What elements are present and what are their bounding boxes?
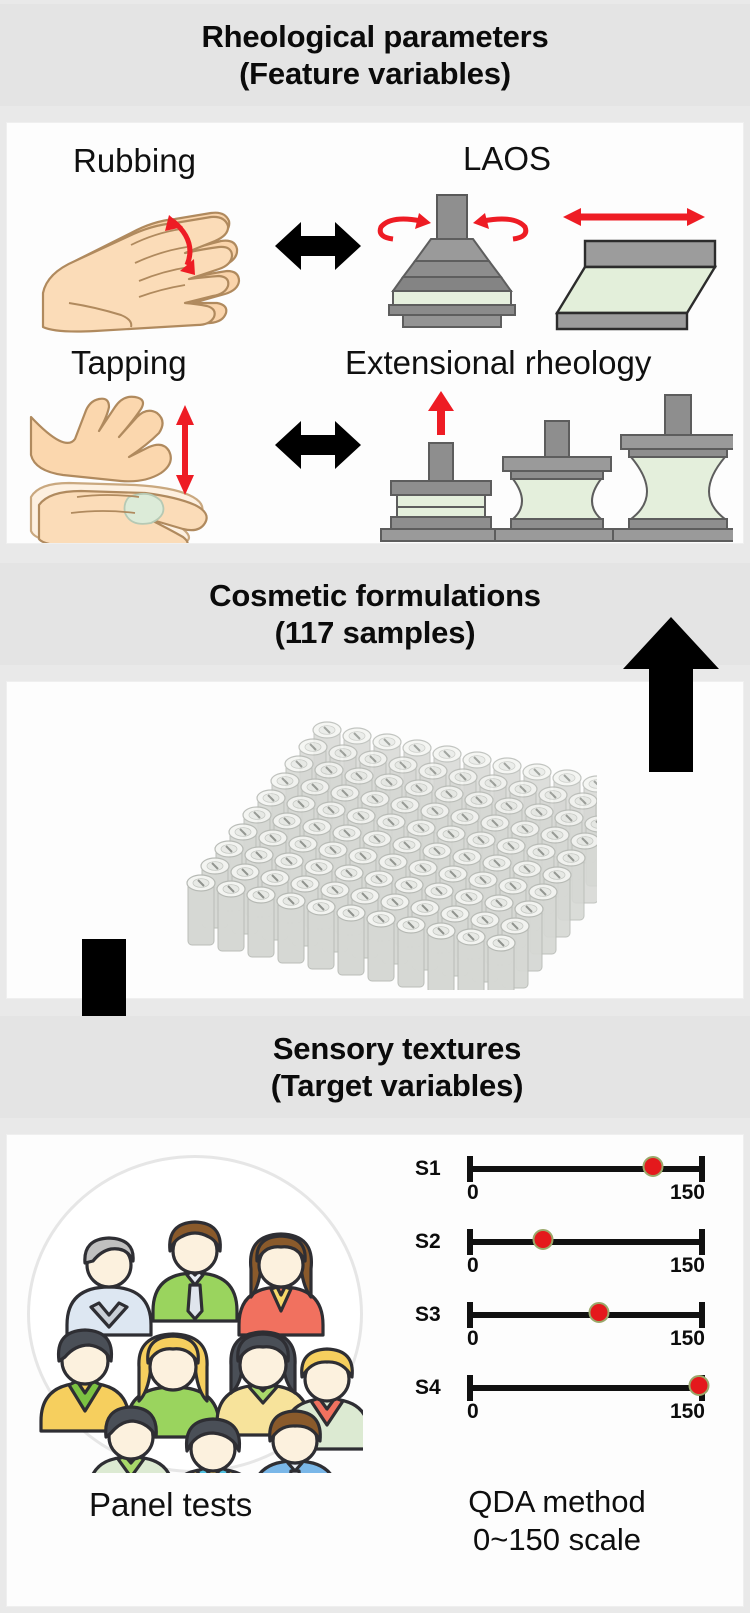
filament-stage-1 [380,391,502,542]
rheological-parameters-title-line1: Rheological parameters [201,19,549,54]
panel-tests-label: Panel tests [89,1486,253,1523]
qda-scale-chart: S1 0 150 S2 0 150 S3 [415,1156,710,1437]
section-header-sensory-textures: Sensory textures (Target variables) [0,1016,750,1118]
qda-cap-left-s4 [467,1375,473,1401]
filament-stage-2 [494,420,620,542]
qda-tick-high-s4: 150 [669,1400,705,1423]
section-header-cosmetic-formulations: Cosmetic formulations (117 samples) [0,563,750,665]
rotation-arrow-left-icon [377,213,431,242]
filament-stretching-icon [380,391,733,542]
rotation-arrow-right-icon [473,213,529,242]
qda-marker-s2 [532,1229,554,1250]
tapping-motion-arrow-icon [176,405,194,495]
qda-marker-s3 [588,1302,610,1323]
qda-axis-s3 [467,1302,705,1328]
double-headed-arrow-icon-2 [275,421,361,469]
qda-caption: QDA method 0~150 scale [407,1483,707,1559]
people-group-icon [39,1220,363,1473]
cosmetic-formulations-title-line1: Cosmetic formulations [209,578,541,613]
qda-label-s1: S1 [415,1157,441,1180]
sensory-textures-title-line1: Sensory textures [272,1031,522,1066]
parallel-plate-shear-icon [554,208,718,331]
qda-label-s2: S2 [415,1230,441,1253]
qda-cap-right-s3 [699,1302,705,1328]
qda-tick-low-s4: 0 [467,1400,479,1423]
stretch-direction-arrow-icon [428,391,454,435]
qda-label-s4: S4 [415,1376,441,1399]
tapping-label: Tapping [71,344,187,381]
qda-axis-s4 [467,1375,710,1401]
panel-tests-illustration [17,1149,377,1479]
sensory-textures-title-line2: (Target variables) [270,1068,524,1103]
filament-stage-3 [612,394,733,542]
qda-tick-low-s3: 0 [467,1327,479,1350]
qda-caption-line1: QDA method [468,1484,646,1519]
shear-direction-arrow-icon [563,208,705,226]
qda-axis-s1 [467,1156,705,1182]
rheological-parameters-panel: Rubbing LAOS [6,122,744,544]
sensory-textures-panel: Panel tests S1 0 150 S2 0 [6,1134,744,1607]
section-header-rheological-parameters: Rheological parameters (Feature variable… [0,4,750,106]
laos-label: LAOS [463,140,552,177]
cosmetic-formulations-panel: /* build isometric vial grid */ (functio… [6,681,744,999]
qda-caption-line2: 0~150 scale [472,1522,642,1557]
qda-cap-right-s2 [699,1229,705,1255]
qda-cap-left-s3 [467,1302,473,1328]
vial-array-icon [186,721,597,990]
qda-tick-high-s1: 150 [669,1181,705,1204]
rheometer-cone-plate-icon [377,194,529,328]
two-hands-rubbing-icon [41,211,241,333]
qda-tick-high-s3: 150 [669,1327,705,1350]
cosmetic-formulations-title-line2: (117 samples) [274,615,476,650]
qda-label-s3: S3 [415,1303,441,1326]
qda-cap-right-s1 [699,1156,705,1182]
qda-cap-left-s2 [467,1229,473,1255]
qda-cap-left-s1 [467,1156,473,1182]
qda-tick-low-s1: 0 [467,1181,479,1204]
double-headed-arrow-icon [275,222,361,270]
rubbing-motion-arrow-icon [165,215,195,275]
extensional-rheology-label: Extensional rheology [345,344,652,381]
qda-axis-s2 [467,1229,705,1255]
rheological-parameters-title-line2: (Feature variables) [239,56,511,91]
qda-tick-high-s2: 150 [669,1254,705,1277]
up-arrow-icon [623,617,719,772]
qda-tick-low-s2: 0 [467,1254,479,1277]
two-hands-tapping-icon [29,395,208,543]
rubbing-label: Rubbing [73,142,196,179]
qda-marker-s4 [688,1375,710,1396]
qda-marker-s1 [642,1156,664,1177]
